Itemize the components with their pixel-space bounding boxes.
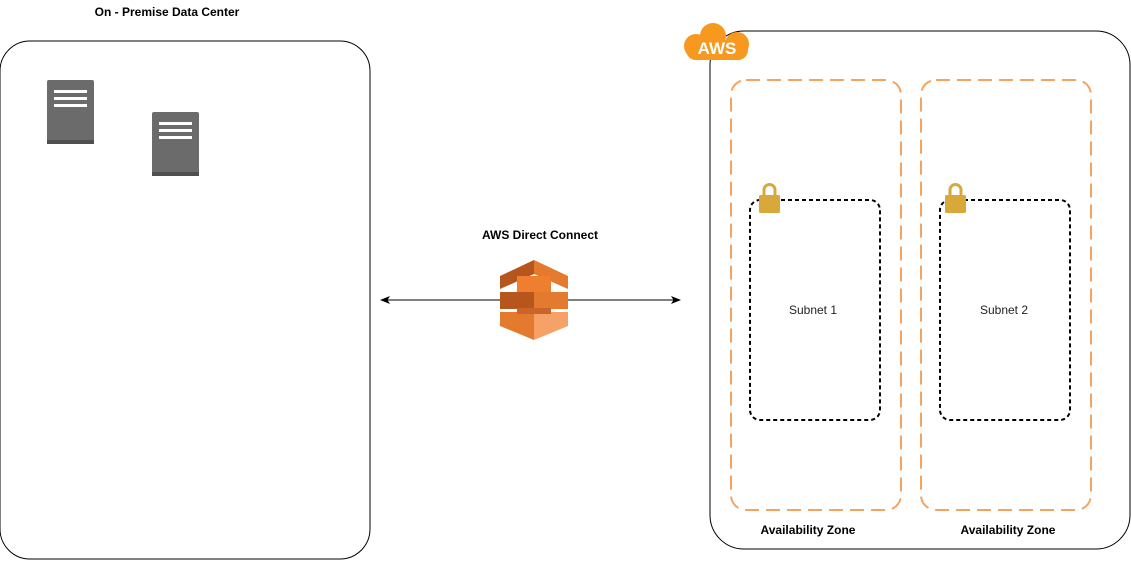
availability-zone-label: Availability Zone [961, 523, 1056, 537]
lock-icon [759, 183, 780, 213]
availability-zone-border [920, 79, 1092, 511]
aws-cloud-container [709, 30, 1131, 550]
server-icon [152, 112, 199, 176]
subnet-border [749, 199, 881, 421]
availability-zone-label: Availability Zone [761, 523, 856, 537]
direct-connect-label: AWS Direct Connect [482, 228, 598, 242]
availability-zone-border [730, 79, 902, 511]
on-premise-container [0, 40, 371, 560]
availability-zone: Availability Zone Subnet 1 [730, 79, 902, 537]
server-icon [47, 80, 94, 144]
aws-cloud: AWS Availability Zone Subnet 1 Availabil… [684, 23, 1131, 550]
lock-icon [945, 183, 966, 213]
aws-cloud-icon: AWS [684, 23, 749, 60]
on-premise-title: On - Premise Data Center [95, 5, 240, 19]
direct-connect-icon [500, 260, 568, 340]
subnet: Subnet 1 [749, 183, 881, 421]
subnet-border [939, 199, 1071, 421]
subnet-label: Subnet 2 [980, 303, 1028, 317]
direct-connect-link: AWS Direct Connect [380, 228, 681, 340]
subnet: Subnet 2 [939, 183, 1071, 421]
on-premise-data-center: On - Premise Data Center [0, 5, 371, 560]
subnet-label: Subnet 1 [789, 303, 837, 317]
aws-logo-text: AWS [698, 39, 737, 58]
availability-zone: Availability Zone Subnet 2 [920, 79, 1092, 537]
